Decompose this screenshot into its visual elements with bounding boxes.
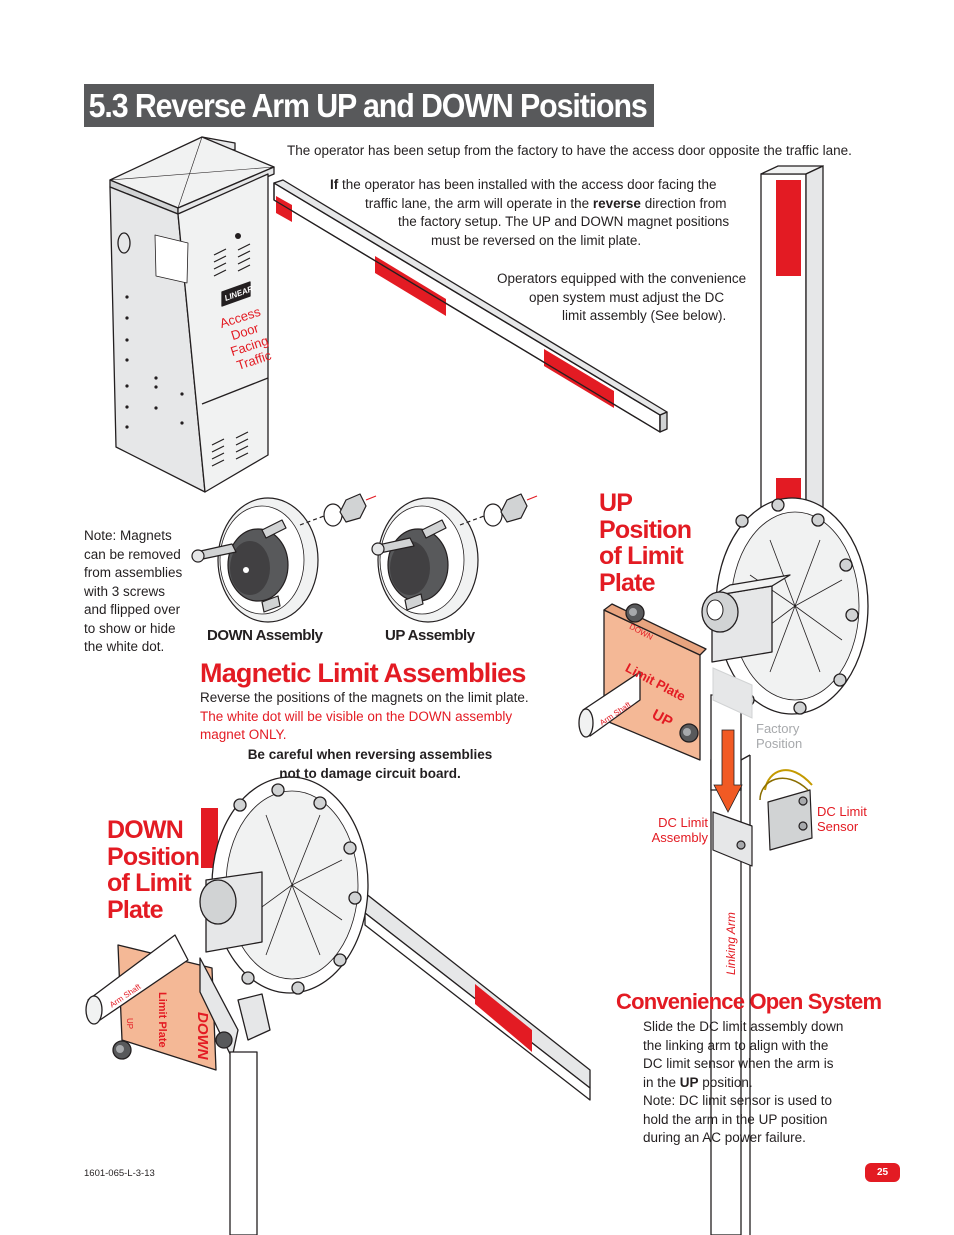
down-position-heading: DOWN Position of Limit Plate [107, 816, 200, 924]
down-position-hub-illustration [85, 776, 591, 1235]
convenience-body: Slide the DC limit assembly down the lin… [643, 1019, 844, 1145]
linking-arm-label: Linking Arm [724, 912, 738, 975]
up-position-heading: UP Position of Limit Plate [599, 489, 692, 597]
magnetic-assembly-down-illustration [191, 493, 377, 623]
dc-limit-sensor-label: DC Limit Sensor [817, 804, 867, 834]
convenience-heading: Convenience Open System [616, 989, 882, 1014]
down-plate-down-text: DOWN [194, 1012, 211, 1060]
magnet-note: Note: Magnets can be removed from assemb… [84, 528, 183, 654]
down-plate-limit-plate-text: Limit Plate [156, 992, 168, 1048]
operator-cabinet-illustration [109, 136, 275, 493]
factory-position-label: Factory Position [756, 721, 803, 751]
barrier-arm-top-illustration [273, 179, 668, 433]
magnetic-assembly-up-illustration [371, 493, 538, 623]
page-number-badge: 25 [865, 1163, 900, 1182]
intro-line-1: The operator has been setup from the fac… [287, 143, 852, 158]
dc-limit-assembly-label: DC Limit Assembly [651, 815, 708, 845]
up-assembly-label: UP Assembly [385, 627, 475, 644]
down-assembly-label: DOWN Assembly [207, 627, 323, 644]
intro-paragraph-3: Operators equipped with the convenience … [497, 271, 747, 323]
up-position-hub-illustration [578, 497, 869, 761]
section-title-bar: 5.3 Reverse Arm UP and DOWN Positions [84, 84, 654, 127]
down-plate-up-text: UP [125, 1018, 134, 1030]
caution-text: Be careful when reversing assemblies not… [247, 747, 493, 781]
magnetic-body: Reverse the positions of the magnets on … [200, 690, 529, 742]
doc-id: 1601-065-L-3-13 [84, 1168, 155, 1179]
section-title: 5.3 Reverse Arm UP and DOWN Positions [88, 87, 648, 124]
intro-paragraph-2: If the operator has been installed with … [330, 177, 730, 248]
magnetic-heading: Magnetic Limit Assemblies [200, 658, 526, 688]
dc-limit-hardware [712, 769, 813, 867]
factory-position-ghost [712, 667, 753, 813]
